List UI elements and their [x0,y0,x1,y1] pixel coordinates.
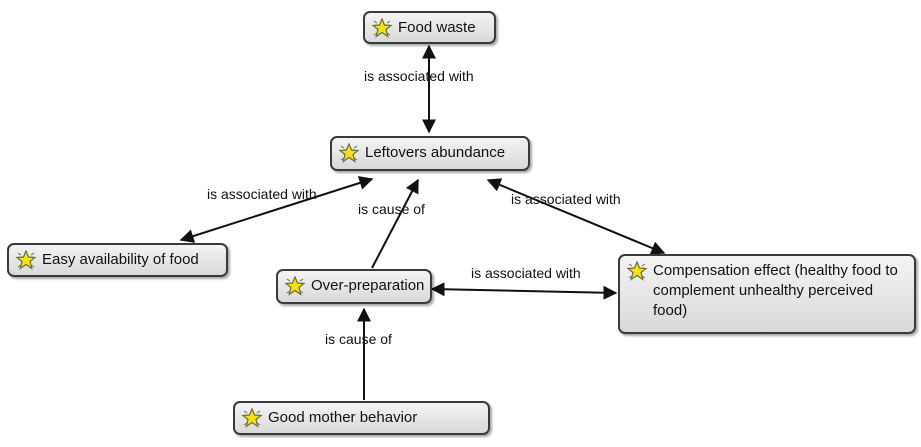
edge-leftovers-compensation-line [486,178,666,255]
edge-overprep-compensation-line [430,282,618,300]
node-good-mother-behavior[interactable]: Good mother behavior [233,401,490,435]
concept-star-icon [371,18,393,38]
concept-star-icon [626,261,648,281]
concept-star-icon [241,408,263,428]
node-good-mother-behavior-label: Good mother behavior [268,409,418,426]
edge-overprep-leftovers-line [371,178,419,269]
node-easy-availability[interactable]: Easy availability of food [7,243,228,277]
edge-label-overprep-leftovers: is cause of [358,201,425,217]
concept-star-icon [284,276,306,296]
edge-leftovers-easy-line [179,176,374,243]
node-food-waste-label: Food waste [398,19,476,36]
edge-label-waste-leftovers: is associated with [364,68,474,84]
node-leftovers-abundance[interactable]: Leftovers abundance [330,136,530,171]
edge-label-leftovers-compensation: is associated with [511,191,621,207]
edge-label-mother-overprep: is cause of [325,331,392,347]
node-compensation-effect-label: Compensation effect (healthy food to com… [653,262,898,319]
node-leftovers-abundance-label: Leftovers abundance [365,144,506,161]
concept-star-icon [338,143,360,163]
node-food-waste[interactable]: Food waste [363,11,496,44]
node-easy-availability-label: Easy availability of food [42,251,199,268]
concept-star-icon [15,250,37,270]
node-compensation-effect[interactable]: Compensation effect (healthy food to com… [618,254,916,334]
edge-label-overprep-compensation: is associated with [471,265,581,281]
node-over-preparation[interactable]: Over-preparation [276,269,432,304]
node-over-preparation-label: Over-preparation [311,277,425,294]
edge-label-leftovers-easy: is associated with [207,186,317,202]
